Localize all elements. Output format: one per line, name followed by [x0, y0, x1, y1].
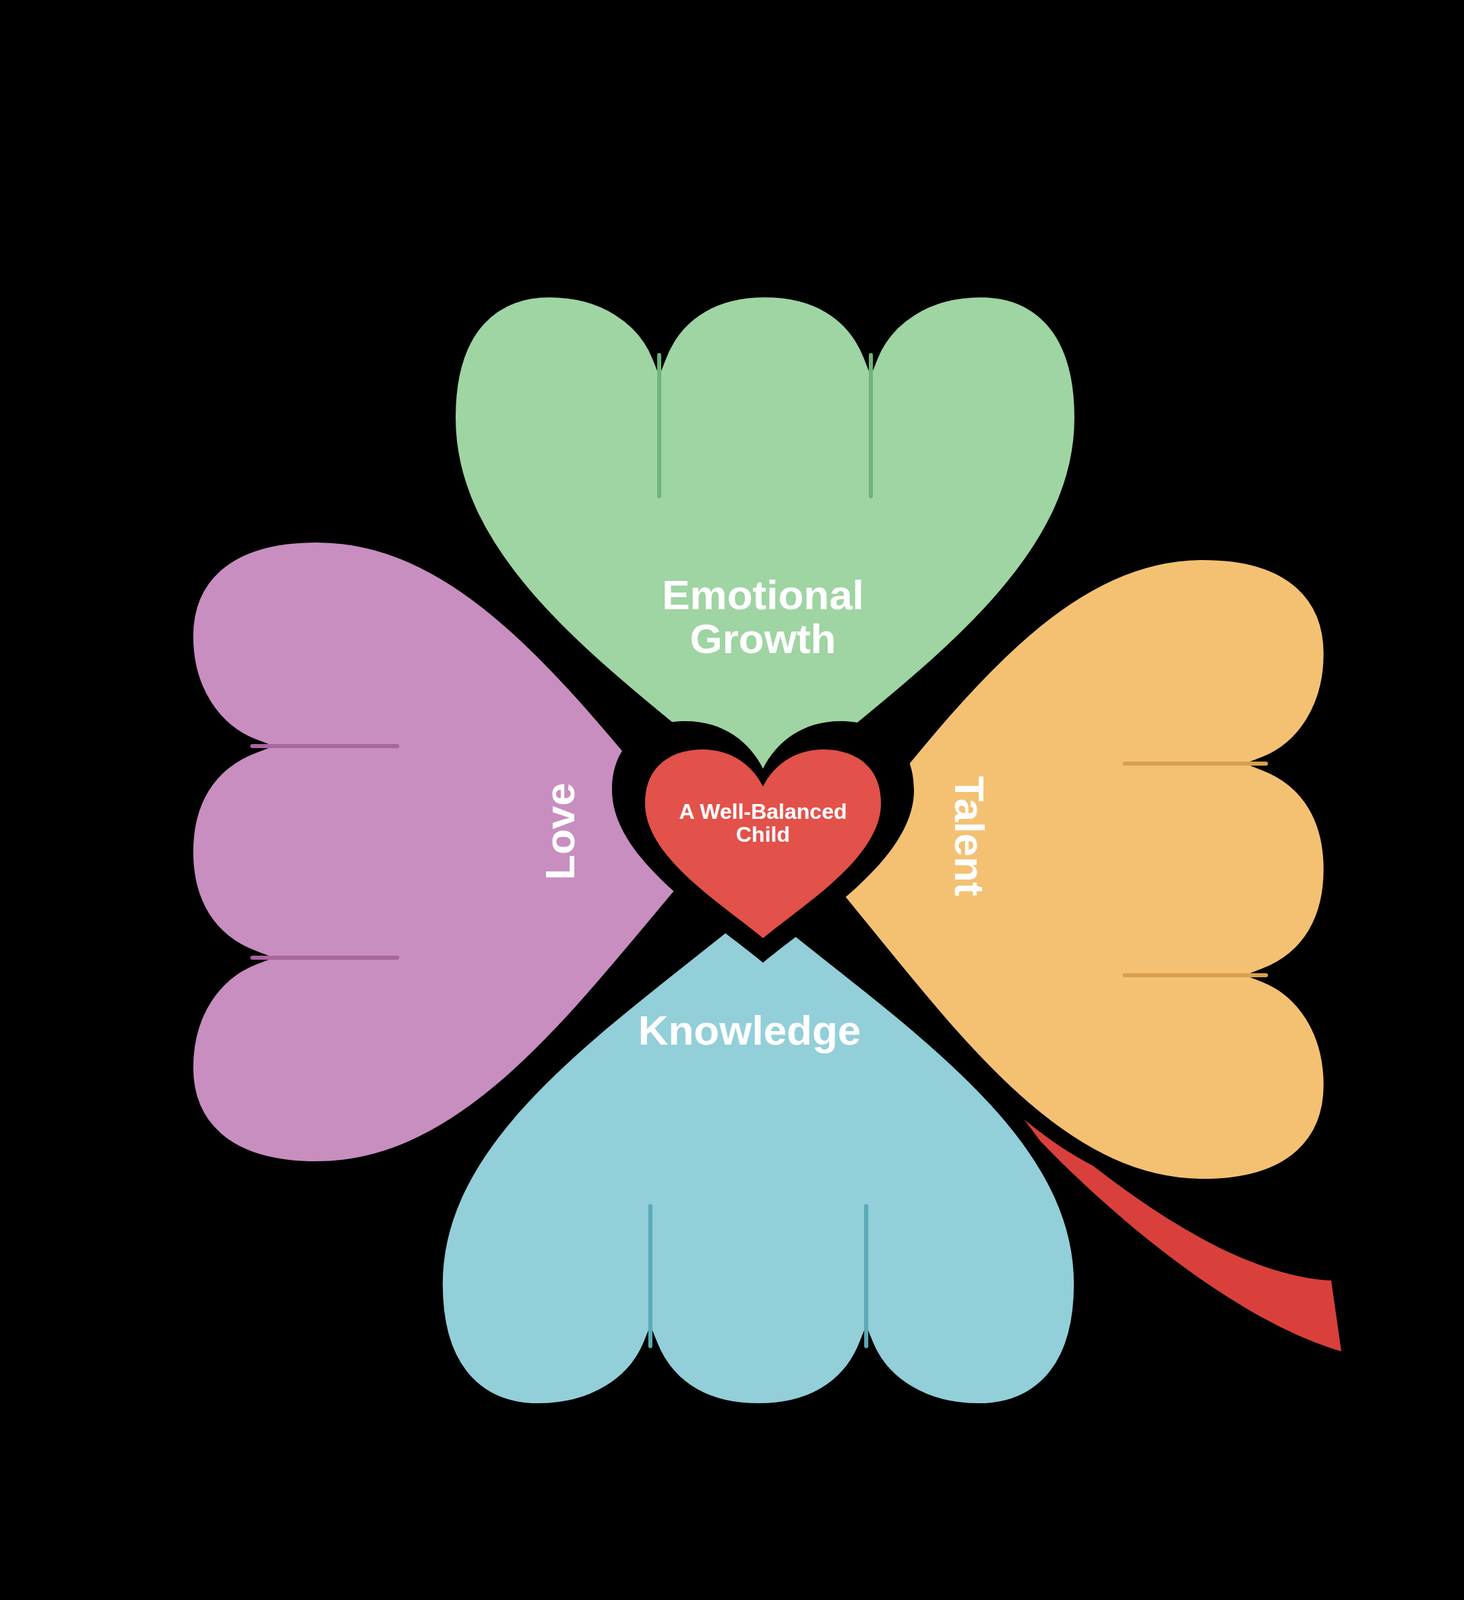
leaf-node: Emotional Growth [661, 572, 865, 661]
leaf-label: Knowledge [638, 1008, 862, 1053]
center-heart [645, 749, 881, 939]
leaf-node: Love [537, 783, 582, 881]
leaf-node: Knowledge [638, 1008, 862, 1053]
center-heart-border [612, 721, 914, 963]
heart-node: A Well-Balanced Child [678, 800, 848, 846]
center-heart-label: A Well-Balanced Child [678, 800, 848, 846]
leaf-label: Love [537, 783, 582, 881]
leaf-label: Talent [947, 776, 991, 897]
leaf-label: Emotional Growth [661, 572, 865, 661]
leaf-right [812, 552, 1332, 1187]
leaf-node: Talent [947, 776, 991, 897]
